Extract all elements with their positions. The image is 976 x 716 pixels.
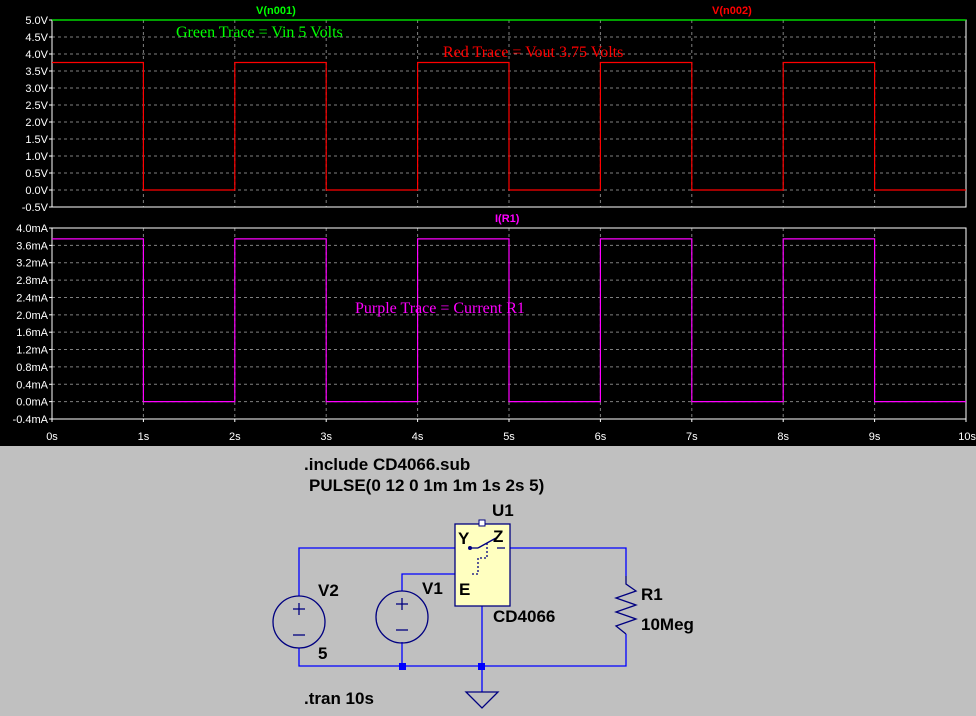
voltage-source-v1[interactable]: [375, 590, 429, 644]
top-y-tick-label: 1.0V: [25, 151, 48, 163]
top-y-tick-label: 5.0V: [25, 15, 48, 27]
v1-label[interactable]: V1: [422, 579, 443, 598]
pulse-directive[interactable]: PULSE(0 12 0 1m 1m 1s 2s 5): [309, 476, 544, 495]
x-tick-label: 8s: [777, 431, 789, 443]
switch-contact: [468, 546, 472, 550]
schematic-view[interactable]: .include CD4066.sub PULSE(0 12 0 1m 1m 1…: [0, 446, 976, 716]
bottom-y-tick-label: 0.8mA: [16, 362, 48, 374]
r1-value[interactable]: 10Meg: [641, 615, 694, 634]
top-y-tick-label: 3.5V: [25, 66, 48, 78]
include-directive[interactable]: .include CD4066.sub: [304, 455, 470, 474]
bottom-y-axis-ticks: 4.0mA 3.6mA 3.2mA 2.8mA 2.4mA 2.0mA 1.6mA 1.2mA…: [13, 223, 52, 426]
bottom-y-tick-label: 4.0mA: [16, 223, 48, 235]
pin-y-label: Y: [458, 529, 470, 548]
bottom-y-tick-label: 3.2mA: [16, 258, 48, 270]
trace-label-ir1[interactable]: I(R1): [495, 213, 520, 225]
junction-dot: [399, 663, 406, 670]
annotation-green-trace: Green Trace = Vin 5 Volts: [176, 24, 343, 41]
bottom-y-tick-label: 1.2mA: [16, 345, 48, 357]
u1-part-label[interactable]: CD4066: [493, 607, 555, 626]
x-axis-ticks: 0s 1s 2s 3s 4s 5s 6s 7s 8s 9s 10s: [46, 419, 976, 443]
wires: [298, 547, 627, 692]
top-y-tick-label: 4.0V: [25, 49, 48, 61]
trace-label-vn001[interactable]: V(n001): [256, 5, 296, 17]
bottom-panel-traces: [52, 238, 966, 403]
pin-z-label: Z: [493, 527, 503, 546]
annotation-red-trace: Red Trace = Vout 3.75 Volts: [443, 44, 623, 61]
bottom-y-tick-label: 3.6mA: [16, 240, 48, 252]
cd4066-body[interactable]: [454, 523, 511, 607]
x-tick-label: 9s: [869, 431, 881, 443]
trace-i-r1[interactable]: [52, 238, 966, 403]
top-y-tick-label: 1.5V: [25, 134, 48, 146]
top-y-tick-label: 2.0V: [25, 117, 48, 129]
x-tick-label: 6s: [595, 431, 607, 443]
top-y-axis-ticks: 5.0V 4.5V 4.0V 3.5V 3.0V 2.5V 2.0V 1.5V 1.0V 0.5V…: [22, 15, 52, 214]
annotation-purple-trace: Purple Trace = Current R1: [355, 300, 525, 317]
resistor-r1[interactable]: [614, 576, 638, 635]
top-y-tick-label: 2.5V: [25, 100, 48, 112]
junction-dot: [478, 663, 485, 670]
top-panel-traces: [52, 19, 966, 191]
r1-label[interactable]: R1: [641, 585, 663, 604]
x-tick-label: 10s: [958, 431, 976, 443]
x-tick-label: 1s: [138, 431, 150, 443]
u1-label[interactable]: U1: [492, 501, 514, 520]
waveform-plot-area: 5.0V 4.5V 4.0V 3.5V 3.0V 2.5V 2.0V 1.5V 1.0V 0.5V…: [0, 0, 976, 446]
top-y-tick-label: 3.0V: [25, 83, 48, 95]
v2-value[interactable]: 5: [318, 644, 327, 663]
waveform-plot: 5.0V 4.5V 4.0V 3.5V 3.0V 2.5V 2.0V 1.5V 1.0V 0.5V…: [13, 5, 976, 443]
x-tick-label: 7s: [686, 431, 698, 443]
top-y-tick-label: 0.0V: [25, 185, 48, 197]
bottom-y-tick-label: -0.4mA: [13, 414, 49, 426]
trace-label-vn002[interactable]: V(n002): [712, 5, 752, 17]
x-tick-label: 0s: [46, 431, 58, 443]
bottom-y-tick-label: 2.4mA: [16, 292, 48, 304]
x-tick-label: 4s: [412, 431, 424, 443]
top-y-tick-label: -0.5V: [22, 202, 49, 214]
x-tick-label: 5s: [503, 431, 515, 443]
top-y-tick-label: 4.5V: [25, 32, 48, 44]
x-tick-label: 2s: [229, 431, 241, 443]
bottom-y-tick-label: 2.0mA: [16, 310, 48, 322]
v2-label[interactable]: V2: [318, 581, 339, 600]
trace-v-n002[interactable]: [52, 61, 966, 191]
bottom-y-tick-label: 0.0mA: [16, 397, 48, 409]
bottom-y-tick-label: 1.6mA: [16, 327, 48, 339]
bottom-y-tick-label: 2.8mA: [16, 275, 48, 287]
top-y-tick-label: 0.5V: [25, 168, 48, 180]
pin-e-label: E: [459, 580, 470, 599]
ic-pin-marker: [478, 519, 486, 527]
bottom-y-tick-label: 0.4mA: [16, 379, 48, 391]
x-tick-label: 3s: [320, 431, 332, 443]
tran-directive[interactable]: .tran 10s: [304, 689, 374, 708]
ground-symbol[interactable]: [464, 691, 500, 709]
voltage-source-v2[interactable]: [272, 595, 326, 649]
